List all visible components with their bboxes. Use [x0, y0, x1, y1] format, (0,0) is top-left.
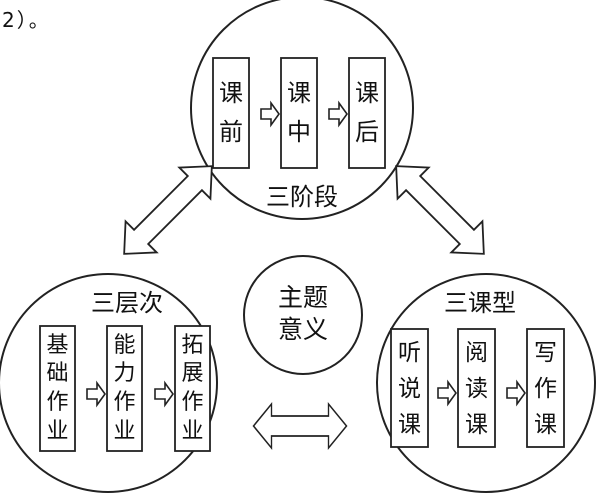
- stage-box-2-char-2: 中: [287, 118, 311, 146]
- layer-box-2: [106, 325, 143, 452]
- layer-box-3-char-1: 拓: [181, 333, 203, 358]
- course-box-2-char-1: 阅: [465, 340, 488, 366]
- layer-box-1: [39, 325, 76, 452]
- course-box-1-char-2: 说: [398, 376, 421, 402]
- center-text-line2: 意义: [278, 315, 328, 344]
- double-arrow-bottom: [252, 403, 348, 449]
- stage-box-2: [280, 57, 318, 169]
- stage-box-3-char-1: 课: [355, 79, 379, 107]
- course-box-3-char-3: 课: [534, 412, 557, 438]
- layer-box-2-char-2: 力: [113, 361, 135, 386]
- stage-box-1-char-2: 前: [219, 118, 243, 146]
- double-arrow-right: [379, 149, 501, 271]
- stage-box-2-char-1: 课: [287, 79, 311, 107]
- layer-box-1-char-2: 础: [46, 361, 68, 386]
- double-arrow-left: [107, 149, 229, 271]
- course-box-2-char-3: 课: [465, 412, 488, 438]
- stage-box-3-char-2: 后: [355, 118, 379, 146]
- layer-box-3-char-3: 作: [181, 390, 203, 415]
- stage-box-1: [212, 57, 250, 169]
- center-text-line1: 主题: [278, 283, 328, 312]
- top-note-text: 2）。: [2, 8, 51, 32]
- layers-title: 三层次: [91, 289, 163, 317]
- course-box-2: [457, 328, 496, 448]
- stages-title: 三阶段: [266, 183, 338, 211]
- layer-box-2-char-3: 作: [113, 390, 135, 415]
- stage-box-1-char-1: 课: [219, 79, 243, 107]
- center-circle: [243, 255, 363, 375]
- course-box-1-char-3: 课: [398, 412, 421, 438]
- stage-box-3: [348, 57, 386, 169]
- course-box-1-char-1: 听: [398, 340, 421, 366]
- courses-title: 三课型: [444, 289, 516, 317]
- layer-box-1-char-4: 业: [46, 419, 68, 444]
- course-box-3-char-2: 作: [534, 376, 557, 402]
- layer-box-2-char-1: 能: [113, 333, 135, 358]
- layer-box-2-char-4: 业: [113, 419, 135, 444]
- layer-box-1-char-3: 作: [46, 390, 68, 415]
- course-box-3: [526, 328, 565, 448]
- layer-box-3-char-4: 业: [181, 419, 203, 444]
- course-box-3-char-1: 写: [534, 340, 557, 366]
- layer-box-3-char-2: 展: [181, 361, 203, 386]
- layer-box-3: [174, 325, 211, 452]
- course-box-2-char-2: 读: [465, 376, 488, 402]
- course-box-1: [390, 328, 429, 448]
- layer-box-1-char-1: 基: [46, 333, 68, 358]
